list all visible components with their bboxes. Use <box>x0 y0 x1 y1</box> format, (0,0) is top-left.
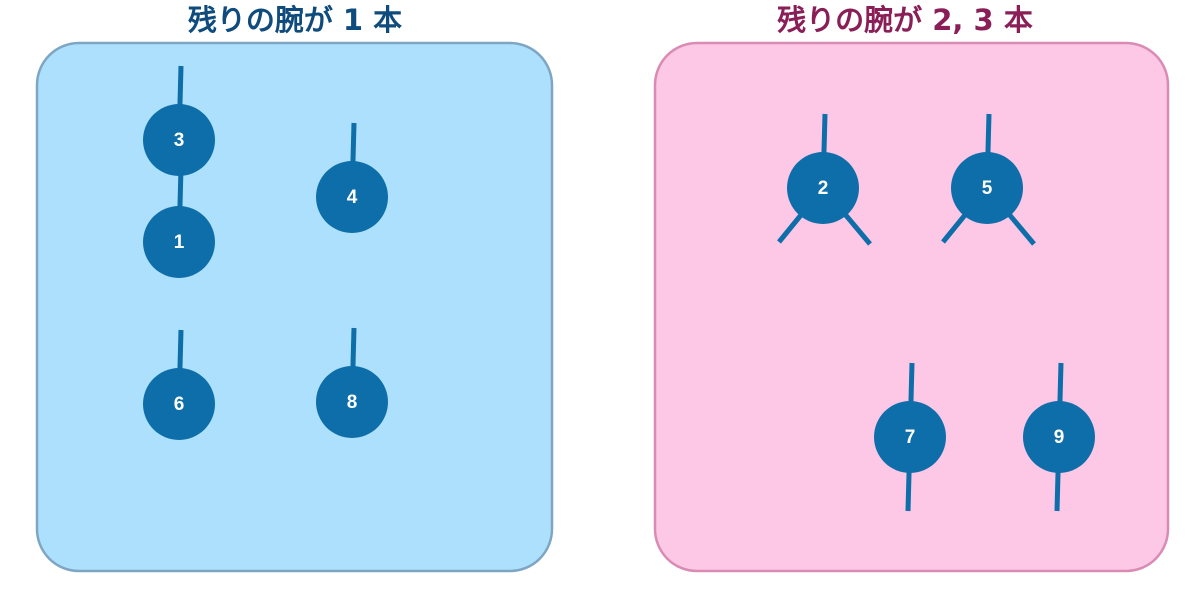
node-circle <box>787 152 859 224</box>
node-circle <box>143 206 215 278</box>
node-circle <box>1023 401 1095 473</box>
node-label: 1 <box>174 232 185 253</box>
right-panel-nodes: 2 5 7 9 <box>777 113 1095 512</box>
node-label: 9 <box>1054 427 1065 448</box>
node-9: 9 <box>1023 362 1095 512</box>
node-7: 7 <box>874 362 946 512</box>
node-4: 4 <box>316 122 388 233</box>
node-circle <box>951 152 1023 224</box>
node-3: 3 <box>143 65 215 176</box>
node-label: 8 <box>347 392 358 413</box>
node-circle <box>143 104 215 176</box>
node-label: 4 <box>347 187 358 208</box>
right-panel <box>653 41 1170 573</box>
node-6: 6 <box>143 329 215 440</box>
node-circle <box>316 161 388 233</box>
node-circle <box>316 366 388 438</box>
left-panel-title: 残りの腕が 1 本 <box>187 3 403 37</box>
left-panel <box>35 41 554 573</box>
node-label: 3 <box>174 130 185 151</box>
node-label: 7 <box>905 427 916 448</box>
node-circle <box>874 401 946 473</box>
node-label: 2 <box>818 178 829 199</box>
left-panel-nodes: 3 1 4 6 8 <box>143 65 388 440</box>
node-8: 8 <box>316 327 388 438</box>
right-panel-title: 残りの腕が 2, 3 本 <box>777 3 1033 37</box>
node-5: 5 <box>941 113 1036 246</box>
node-label: 5 <box>982 178 993 199</box>
node-label: 6 <box>174 394 185 415</box>
node-1: 1 <box>143 167 215 278</box>
node-2: 2 <box>777 113 872 246</box>
node-circle <box>143 368 215 440</box>
